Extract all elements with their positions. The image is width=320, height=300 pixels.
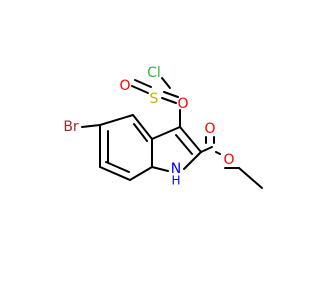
atom-h: H [171,174,180,188]
atom-s: S [150,91,159,107]
bond-c7-c6 [99,166,131,181]
bond-c4-c3a [132,114,153,140]
bond-c7-c6-inner [105,161,130,173]
bond-c2-ccarbonyl [200,146,213,153]
molecule-svg: Cl S O O O O Br N H [63,65,263,189]
bond-c5-c4 [99,114,134,126]
bond-c3-c2 [179,126,202,153]
atom-cl: Cl [147,65,161,81]
bond-c5-br [81,124,101,128]
bond-c2-n1 [183,151,202,170]
bond-s-o-left-b [134,79,152,88]
bond-ch2-ch3 [238,167,263,189]
bond-c3-c2-inner [175,134,193,155]
bond-c3a-c3 [151,126,181,140]
bond-s-o-left-a [131,85,149,94]
atom-o-carbonyl: O [204,121,215,137]
atom-n: N [171,161,181,177]
bond-s-o-right-a [161,97,177,104]
bond-c4-c3a-inner [133,123,148,142]
bond-n1-c7a [151,166,169,172]
atom-o-ester: O [223,152,234,168]
atom-o-sulfonyl-left: O [119,78,130,94]
bond-ccarbonyl-oester [215,151,221,155]
molecule-structure-diagram: Cl S O O O O Br N H [63,65,263,189]
bond-s-cl [161,77,171,89]
atom-br: Br [63,119,79,135]
bond-c7a-c7 [129,166,153,181]
atom-o-sulfonyl-right: O [177,96,188,112]
bond-s-o-right-b [163,91,179,98]
